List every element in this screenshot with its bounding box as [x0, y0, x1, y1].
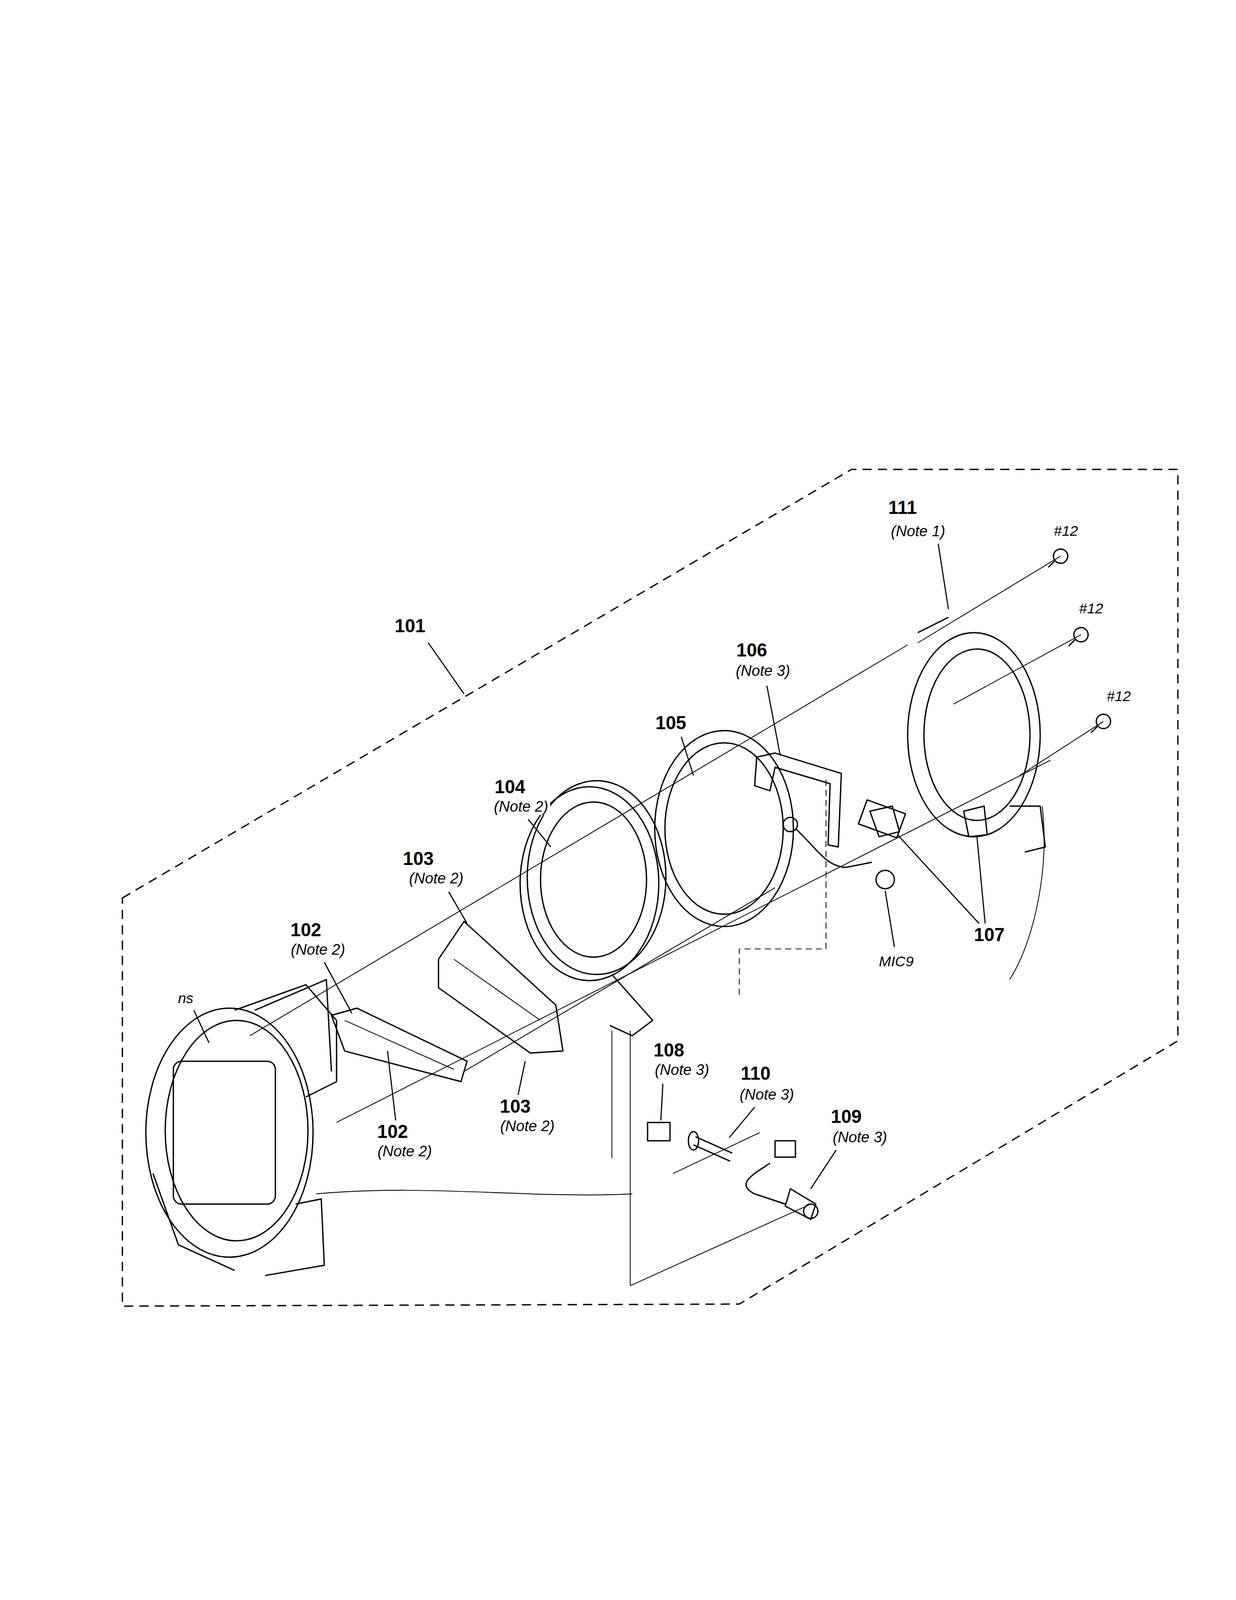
callout-number: 102: [288, 919, 323, 941]
connector-block: [647, 1122, 670, 1141]
note-text: (Note 3): [733, 662, 793, 680]
callout-number: 108: [651, 1040, 686, 1061]
note-text: (Note 1): [888, 522, 948, 540]
part-name: #12: [1051, 522, 1080, 539]
note-text: (Note 3): [830, 1128, 889, 1146]
callout-number: 104: [492, 776, 527, 798]
leader-lines: [193, 543, 986, 1189]
callout-number: 101: [392, 616, 428, 637]
note-text: (Note 3): [737, 1086, 796, 1103]
callout-number: 106: [734, 640, 769, 661]
callout-number: 111: [886, 497, 919, 519]
note-text: (Note 2): [288, 941, 348, 958]
ring-holder: [520, 780, 666, 1036]
note-text: (Note 2): [498, 1117, 557, 1135]
callout-number: 110: [738, 1063, 773, 1084]
ring: [654, 730, 794, 927]
callout-number: 105: [653, 713, 688, 734]
sensor: [745, 1140, 818, 1220]
callout-number: 107: [971, 924, 1007, 946]
callout-number: 103: [497, 1096, 533, 1117]
shaft: [688, 1131, 732, 1161]
callout-number: 103: [400, 848, 436, 870]
microphone: [783, 799, 906, 889]
note-text: (Note 3): [652, 1061, 712, 1078]
note-text: (Note 2): [491, 798, 551, 815]
screw: [1048, 548, 1111, 733]
rear-ring: [907, 617, 1046, 852]
callout-number: 102: [375, 1121, 410, 1142]
part-name: #12: [1104, 687, 1133, 704]
assembly-boundary: [122, 469, 1178, 1306]
callout-number: 109: [828, 1106, 864, 1127]
part-name: ns: [175, 989, 196, 1006]
part-name: #12: [1077, 600, 1106, 617]
pad: [870, 806, 900, 837]
part-name: MIC9: [876, 952, 916, 969]
note-text: (Note 2): [375, 1142, 434, 1160]
note-text: (Note 2): [407, 870, 466, 887]
front-frame: [145, 979, 337, 1275]
pad: [963, 806, 987, 837]
plate: [331, 1007, 468, 1082]
alignment-lines: [249, 555, 1104, 1286]
bracket: [754, 752, 842, 847]
